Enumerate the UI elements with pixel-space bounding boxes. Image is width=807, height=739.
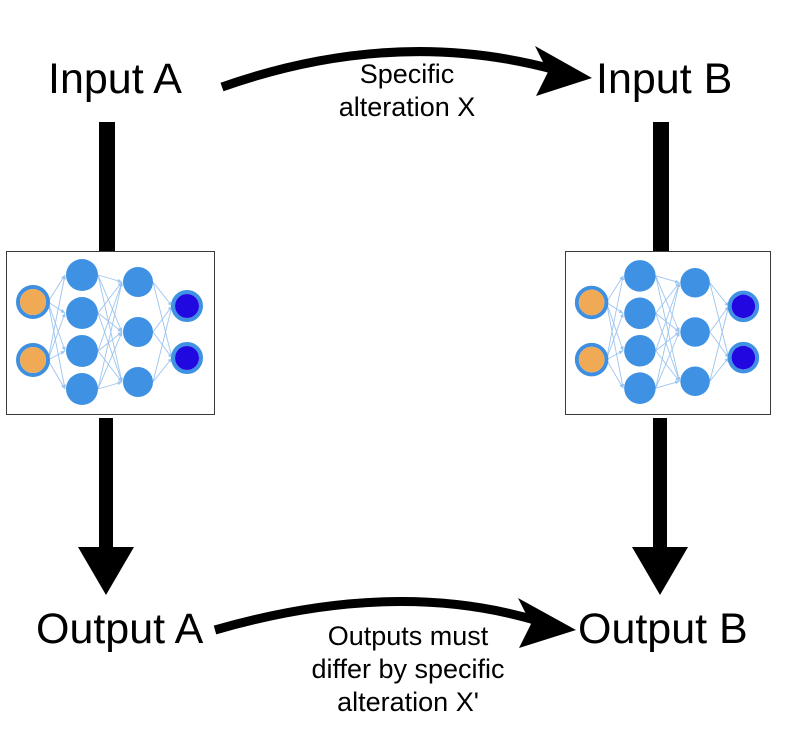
network-output-layer: [727, 290, 760, 374]
network-hidden-layer-2: [680, 267, 710, 397]
node-output: [731, 345, 756, 370]
node-hidden: [680, 366, 710, 397]
node-output: [731, 294, 756, 319]
network-hidden-layer-1: [66, 259, 98, 405]
node-input: [20, 347, 46, 373]
network-a-graph: [16, 259, 203, 405]
label-specific-alteration-x: Specific alteration X: [338, 59, 476, 122]
node-hidden: [66, 373, 98, 405]
node-hidden: [123, 367, 153, 397]
node-hidden: [123, 267, 153, 297]
label-input-a: Input A: [48, 55, 182, 103]
network-output-layer: [171, 290, 203, 374]
node-hidden: [123, 317, 153, 347]
label-outputs-must-differ: Outputs must differ by specific alterati…: [311, 621, 505, 717]
node-hidden: [680, 267, 710, 298]
node-hidden: [624, 334, 656, 367]
arrow-input-a-to-network-a: [99, 122, 115, 252]
network-connections: [605, 275, 730, 389]
node-input: [578, 289, 605, 316]
arrow-network-a-to-output-a: [78, 418, 134, 595]
network-input-layer: [574, 285, 609, 377]
node-input: [20, 289, 46, 315]
node-hidden: [680, 317, 710, 347]
label-input-b: Input B: [596, 55, 733, 103]
network-b-graph: [574, 260, 760, 404]
network-connections: [47, 274, 173, 390]
node-output: [175, 346, 199, 370]
neural-network-b: [565, 251, 771, 415]
node-hidden: [66, 297, 98, 329]
node-hidden: [624, 372, 656, 404]
network-hidden-layer-1: [624, 260, 656, 404]
label-output-a: Output A: [36, 605, 204, 653]
node-hidden: [624, 297, 656, 330]
node-input: [578, 346, 605, 373]
arrow-network-b-to-output-b: [632, 418, 688, 595]
node-output: [175, 294, 199, 318]
neural-network-a: [6, 251, 215, 415]
network-hidden-layer-2: [123, 267, 153, 397]
node-hidden: [66, 259, 98, 291]
arrow-input-b-to-network-b: [653, 122, 669, 252]
node-hidden: [66, 335, 98, 367]
node-hidden: [624, 260, 656, 292]
network-input-layer: [16, 285, 50, 377]
label-output-b: Output B: [578, 605, 748, 653]
